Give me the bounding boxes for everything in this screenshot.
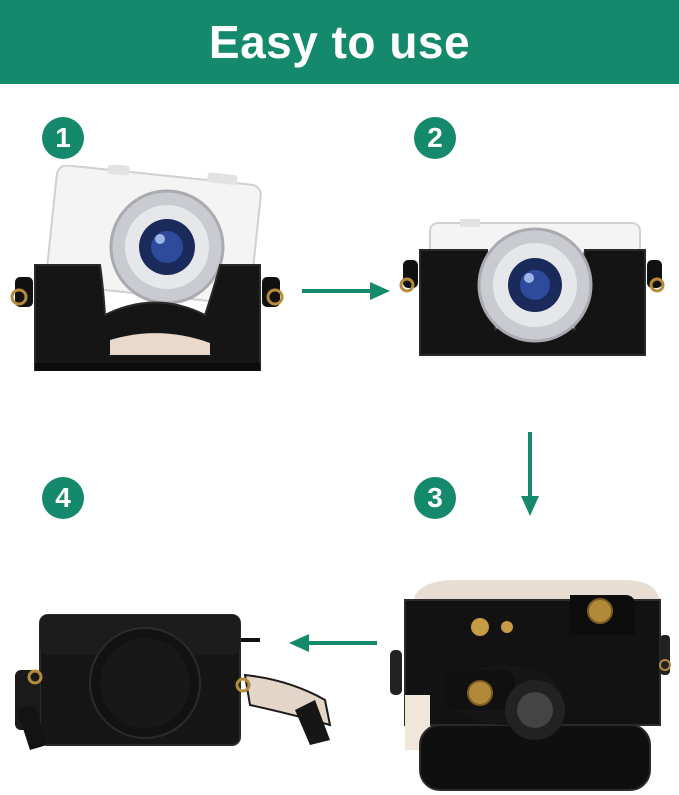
step-3-badge: 3: [414, 477, 456, 519]
header-banner: Easy to use: [0, 0, 679, 84]
arrow-left-icon: [289, 634, 377, 652]
step-3-photo: [390, 580, 671, 791]
banner-title: Easy to use: [208, 16, 471, 68]
step-1-badge: 1: [42, 117, 84, 159]
step-2-badge: 2: [414, 117, 456, 159]
arrow-down-icon: [521, 432, 539, 516]
arrow-right-icon: [302, 282, 390, 300]
step-4-photo: [15, 614, 332, 750]
step-4-badge: 4: [42, 477, 84, 519]
step-1-photo: [10, 165, 284, 371]
step-2-photo: [399, 219, 665, 356]
